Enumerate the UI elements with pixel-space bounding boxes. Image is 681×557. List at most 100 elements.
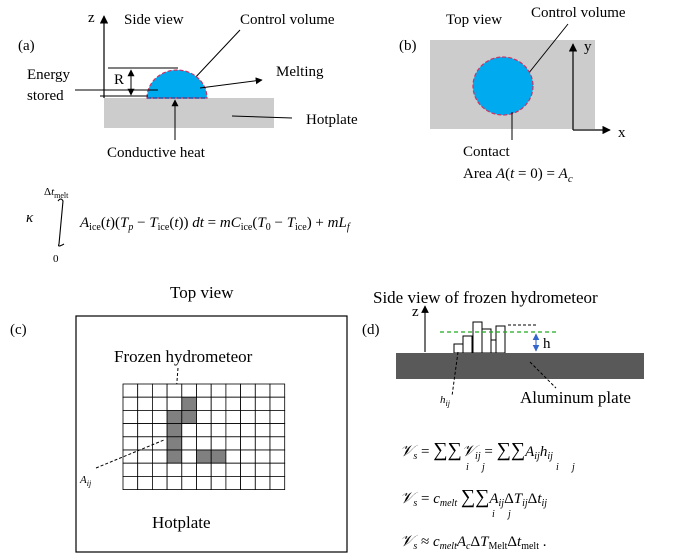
panel-d-equation-1: 𝒱s = ∑∑𝒱ij = ∑∑Aijhij — [400, 439, 553, 462]
grid-cell-filled — [166, 423, 183, 438]
grid-cell — [181, 475, 197, 490]
grid-cell — [166, 462, 183, 477]
grid-cell — [240, 449, 256, 464]
grid-cell — [225, 383, 241, 398]
grid-cell — [240, 396, 256, 411]
panel-a-energy-stored-line2: stored — [27, 88, 64, 104]
grid-cell — [225, 462, 241, 477]
panel-a-label: (a) — [18, 38, 35, 54]
panel-c-cell-label: Aij — [79, 474, 92, 488]
column — [453, 343, 464, 354]
column — [495, 325, 506, 354]
grid-cell — [137, 449, 153, 464]
equation-integral-sign — [57, 198, 65, 247]
grid-cell — [151, 436, 168, 451]
grid-cell — [137, 462, 153, 477]
grid-cell — [122, 436, 139, 451]
grid-cell — [269, 449, 286, 464]
grid-cell — [196, 462, 212, 477]
equation-integrand: Aice(t)(Tp − Tice(t)) dt = mCice(T0 − Ti… — [79, 215, 351, 233]
grid-cell — [210, 383, 227, 398]
panel-d-cell-height-pointer — [451, 351, 459, 397]
grid-cell — [181, 436, 197, 451]
panel-b-control-volume-pointer — [527, 23, 569, 75]
grid-cell — [269, 396, 286, 411]
panel-a-z-axis-label: z — [88, 10, 95, 26]
grid-cell-filled — [196, 449, 212, 464]
grid-cell — [225, 423, 241, 438]
panel-d-eq2-sum-i: i — [492, 509, 495, 520]
panel-c-hotplate-label: Hotplate — [152, 513, 211, 532]
grid-cell — [240, 462, 256, 477]
panel-d-height-label: h — [543, 336, 551, 352]
grid-cell — [151, 423, 168, 438]
grid-cell — [254, 396, 271, 411]
panel-c-grid — [122, 383, 286, 490]
grid-cell — [210, 409, 227, 424]
grid-cell — [166, 396, 183, 411]
panel-b: (b) Top view Control volume y x Contact … — [399, 5, 626, 185]
panel-c-cell-pointer — [95, 439, 165, 469]
grid-cell — [225, 436, 241, 451]
panel-d-equation-3: 𝒱s ≈ cmeltAcΔTMeltΔtmelt . — [400, 531, 546, 552]
grid-cell — [210, 423, 227, 438]
grid-cell — [269, 462, 286, 477]
grid-cell — [151, 396, 168, 411]
grid-cell — [240, 436, 256, 451]
grid-cell — [240, 409, 256, 424]
grid-cell — [196, 436, 212, 451]
panel-d-plate-label: Aluminum plate — [520, 388, 631, 407]
panel-c-hotplate-frame — [75, 315, 348, 553]
panel-b-contact-area-circle — [472, 56, 534, 116]
grid-cell — [269, 423, 286, 438]
grid-cell — [269, 475, 286, 490]
panel-d-z-axis-label: z — [412, 304, 419, 320]
grid-cell — [240, 383, 256, 398]
grid-cell — [122, 383, 139, 398]
panel-b-y-axis-label: y — [584, 39, 592, 55]
panel-a-title: Side view — [124, 12, 184, 28]
panel-a-droplet — [146, 69, 208, 99]
panel-a-energy-stored-line1: Energy — [27, 67, 71, 83]
grid-cell-filled — [166, 409, 183, 424]
grid-cell — [181, 423, 197, 438]
grid-cell — [151, 462, 168, 477]
panel-b-label: (b) — [399, 38, 417, 54]
grid-cell — [166, 475, 183, 490]
panel-c-title: Top view — [170, 283, 234, 302]
grid-cell — [196, 396, 212, 411]
grid-cell — [269, 383, 286, 398]
grid-cell — [137, 383, 153, 398]
equation-upper-limit: Δtmelt — [44, 186, 69, 200]
panel-d-columns — [453, 321, 506, 354]
grid-cell — [240, 475, 256, 490]
grid-cell — [254, 436, 271, 451]
grid-cell — [269, 409, 286, 424]
grid-cell — [151, 409, 168, 424]
panel-a-melting-label: Melting — [276, 64, 324, 80]
grid-cell — [137, 396, 153, 411]
grid-cell — [254, 383, 271, 398]
grid-cell — [151, 449, 168, 464]
panel-b-title: Top view — [446, 12, 502, 28]
equation-lower-limit: 0 — [53, 253, 59, 265]
grid-cell — [181, 462, 197, 477]
panel-d-eq1-sum-j: j — [480, 462, 485, 473]
panel-a-conductive-heat-label: Conductive heat — [107, 145, 206, 161]
grid-cell — [225, 449, 241, 464]
grid-cell — [210, 396, 227, 411]
grid-cell — [151, 475, 168, 490]
panel-a-hotplate-pointer — [231, 115, 293, 119]
grid-cell-filled — [166, 436, 183, 451]
grid-cell — [254, 475, 271, 490]
grid-cell — [225, 475, 241, 490]
panel-b-contact-line1: Contact — [463, 144, 510, 160]
energy-balance-equation: κ Δtmelt 0 Aice(t)(Tp − Tice(t)) dt = mC… — [26, 186, 351, 265]
grid-cell-filled — [181, 396, 197, 411]
grid-cell — [122, 396, 139, 411]
panel-d-plate-pointer — [529, 361, 557, 389]
panel-b-x-axis-label: x — [618, 125, 626, 141]
grid-cell-filled — [181, 409, 197, 424]
panel-a-hotplate — [104, 98, 274, 128]
